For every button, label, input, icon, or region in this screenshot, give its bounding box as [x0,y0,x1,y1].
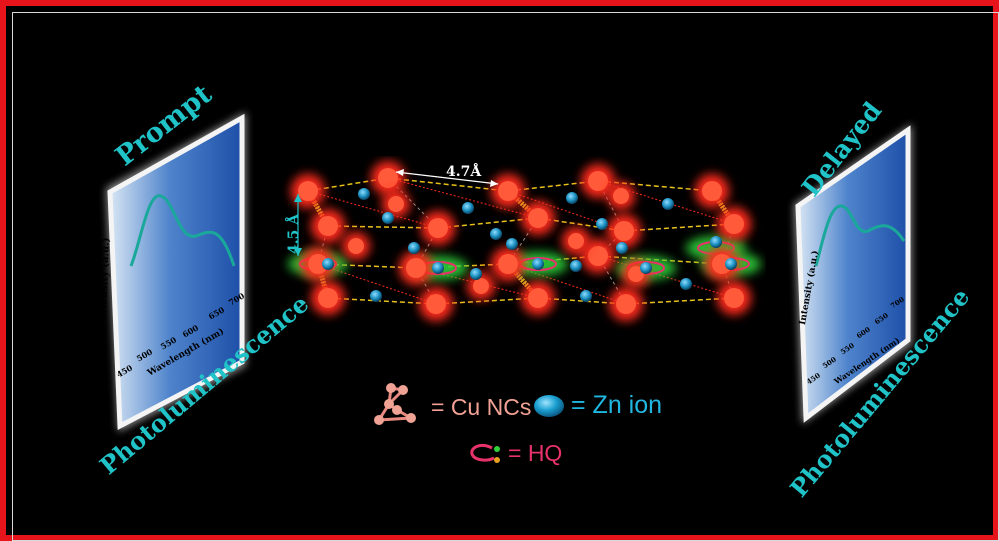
lattice-bond [327,225,439,229]
cu-cluster [388,196,404,212]
cu-cluster [428,218,448,238]
cu-cluster [528,208,548,228]
prompt-pl-panel [106,112,246,432]
zn-ion [370,290,382,302]
cu-cluster [568,233,584,249]
delayed-pl-curve [814,204,906,267]
cu-cluster [298,181,318,201]
zn-ion [470,268,482,280]
prompt-pl-curve [129,194,236,267]
cu-cluster [588,171,608,191]
cu-cluster [473,278,489,294]
lattice-bond [435,297,539,305]
lattice-bond [387,177,509,192]
zn-ion [725,258,737,270]
cu-nc-icon [374,383,416,425]
lattice-bond [507,190,625,232]
zn-ion [462,202,474,214]
zn-ion [680,278,692,290]
zn-ion [570,260,582,272]
distance-arrow-horizontal [395,171,499,185]
zn-ion [432,262,444,274]
lattice-bond [623,223,735,232]
zn-ion-icon [534,395,564,417]
cu-cluster [724,214,744,234]
zn-ion [506,238,518,250]
hq-label: = HQ [508,440,563,466]
lattice-bond [327,297,437,305]
zn-ion [490,228,502,240]
zn-ion [408,242,420,254]
cu-cluster [318,216,338,236]
cu-cluster [348,238,364,254]
crystal-structure [288,161,761,321]
cu-cluster [712,254,732,274]
cu-cluster [613,188,629,204]
zn-ion [616,242,628,254]
distance-arrow-head [294,194,302,202]
cu-cluster [616,294,636,314]
cu-nc-label: = Cu NCs [431,394,532,420]
zn-ion [322,258,334,270]
cu-cluster [426,294,446,314]
cu-cluster [498,181,518,201]
distance-horizontal-label: 4.7Å [446,164,482,180]
distance-arrow-head [490,180,498,187]
cu-cluster [588,246,608,266]
zn-ion [580,290,592,302]
zn-ion [532,258,544,270]
cu-cluster [406,258,426,278]
distance-arrow-head [294,248,302,256]
zn-ion [662,198,674,210]
zn-ion [566,192,578,204]
cu-cluster [308,254,328,274]
cu-cluster [528,288,548,308]
cu-cluster [702,181,722,201]
zn-ion [382,212,394,224]
cu-cluster [378,168,398,188]
zn-ion [710,236,722,248]
cu-cluster [498,254,518,274]
zn-ion [640,262,652,274]
lattice-bond [625,297,735,305]
cu-cluster [628,266,644,282]
distance-arrow-head [396,169,404,176]
zn-ion [596,218,608,230]
cu-cluster [724,288,744,308]
lattice-bond [307,190,439,229]
hq-icon [470,444,500,463]
zn-ion [358,188,370,200]
cu-cluster [614,221,634,241]
cu-cluster [318,288,338,308]
zn-ion-label: = Zn ion [571,391,663,419]
distance-vertical-label: 4.5 Å [286,213,302,254]
lattice-bond [387,177,539,219]
delayed-pl-panel [794,124,912,424]
lattice-bond [597,255,723,265]
